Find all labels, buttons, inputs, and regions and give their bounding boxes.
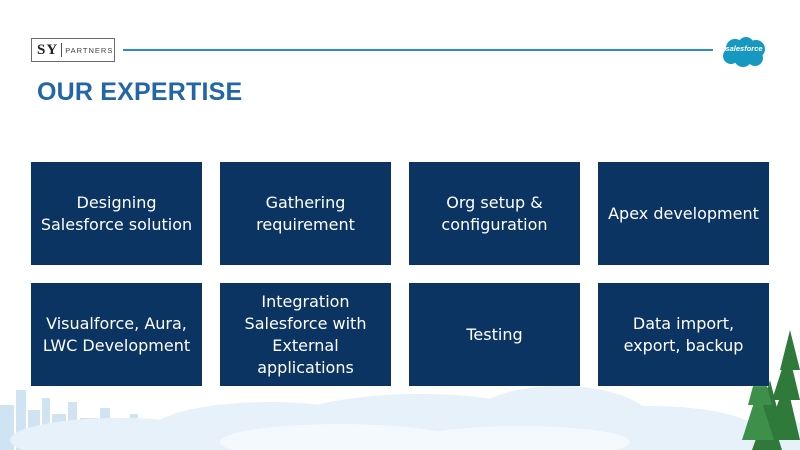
expertise-card-label: Integration Salesforce with External app… [244, 291, 367, 377]
expertise-card-label: Visualforce, Aura, LWC Development [42, 313, 191, 355]
expertise-card-label: Testing [466, 324, 523, 344]
expertise-card-designing: Designing Salesforce solution [31, 162, 202, 265]
expertise-card-label: Org setup & configuration [441, 192, 548, 234]
expertise-card-label: Designing Salesforce solution [40, 192, 193, 234]
expertise-card-apex: Apex development [598, 162, 769, 265]
expertise-card-visualforce: Visualforce, Aura, LWC Development [31, 283, 202, 386]
sy-partners-logo: SY PARTNERS [31, 38, 115, 62]
expertise-card-requirements: Gathering requirement [220, 162, 391, 265]
expertise-card-label: Gathering requirement [256, 192, 355, 234]
expertise-card-org-setup: Org setup & configuration [409, 162, 580, 265]
expertise-card-label: Apex development [608, 203, 759, 223]
salesforce-logo-text: salesforce [725, 44, 763, 53]
logo-sy-text: SY [37, 41, 59, 58]
cloud-skyline-illustration [0, 330, 800, 450]
expertise-card-testing: Testing [409, 283, 580, 386]
logo-divider [61, 43, 63, 57]
expertise-card-integration: Integration Salesforce with External app… [220, 283, 391, 386]
header-rule [123, 49, 713, 51]
salesforce-cloud-icon [723, 37, 765, 67]
expertise-card-label: Data import, export, backup [623, 313, 744, 355]
expertise-card-data: Data import, export, backup [598, 283, 769, 386]
logo-partners-text: PARTNERS [65, 45, 114, 55]
page-title: OUR EXPERTISE [37, 78, 243, 106]
